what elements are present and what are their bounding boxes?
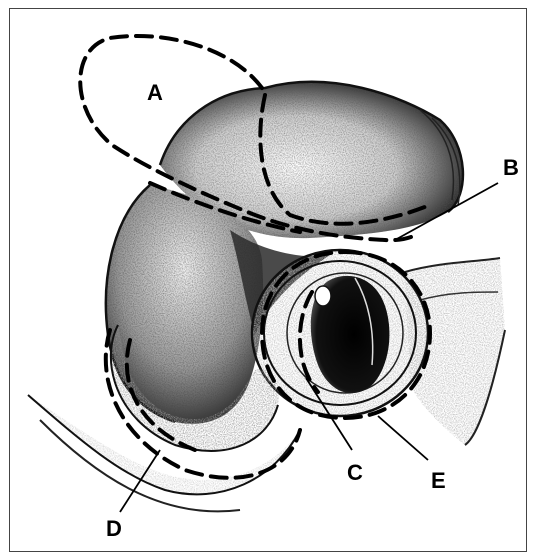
label-b: B	[503, 157, 519, 179]
label-d: D	[106, 518, 122, 540]
label-e: E	[431, 470, 446, 492]
label-c: C	[347, 462, 363, 484]
label-a: A	[147, 82, 163, 104]
leader-e	[378, 416, 428, 460]
